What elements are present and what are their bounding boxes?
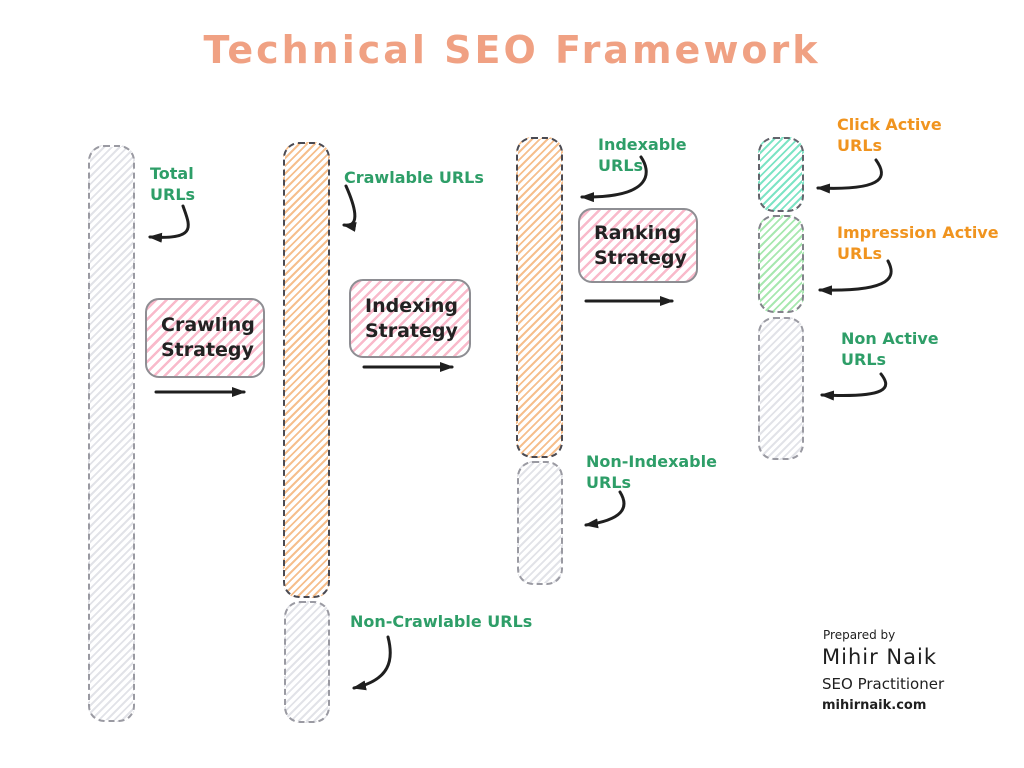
- label-non-active-urls: Non Active URLs: [841, 329, 939, 369]
- label-non-indexable-urls: Non-Indexable URLs: [586, 452, 717, 492]
- arrow-crawlable-urls: [342, 184, 357, 232]
- arrow-non-active-urls: [820, 372, 888, 401]
- signature-name: Mihir Naik: [822, 645, 937, 669]
- crawling-strategy-box: Crawling Strategy: [145, 298, 265, 378]
- label-total-urls: Total URLs: [150, 164, 196, 204]
- bar-total-urls: [88, 145, 135, 722]
- ranking-strategy-box: Ranking Strategy: [578, 208, 698, 283]
- label-click-active-urls: Click Active URLs: [837, 115, 942, 155]
- arrow-click-active-urls: [816, 158, 883, 194]
- bar-non-indexable-urls: [517, 461, 563, 585]
- label-non-crawlable-urls: Non-Crawlable URLs: [350, 612, 533, 631]
- bar-crawlable-urls: [283, 142, 330, 598]
- diagram-title: Technical SEO Framework: [203, 28, 821, 72]
- arrow-impression-active-urls: [818, 259, 893, 296]
- bar-indexable-urls: [516, 137, 563, 458]
- label-impression-active-urls: Impression Active URLs: [837, 223, 999, 263]
- arrow-total-urls: [148, 204, 190, 243]
- label-crawlable-urls: Crawlable URLs: [344, 168, 484, 187]
- signature-role: SEO Practitioner: [822, 675, 945, 693]
- signature-website: mihirnaik.com: [822, 698, 927, 713]
- bar-non-crawlable-urls: [284, 601, 330, 723]
- arrow-non-crawlable-urls: [352, 635, 392, 691]
- bar-impression-active-urls: [758, 215, 804, 313]
- bar-click-active-urls: [758, 137, 804, 212]
- arrow-non-indexable-urls: [584, 490, 626, 529]
- label-indexable-urls: Indexable URLs: [598, 135, 687, 175]
- bar-non-active-urls: [758, 317, 804, 460]
- indexing-strategy-box: Indexing Strategy: [349, 279, 471, 358]
- signature-prepared-by: Prepared by: [823, 628, 896, 642]
